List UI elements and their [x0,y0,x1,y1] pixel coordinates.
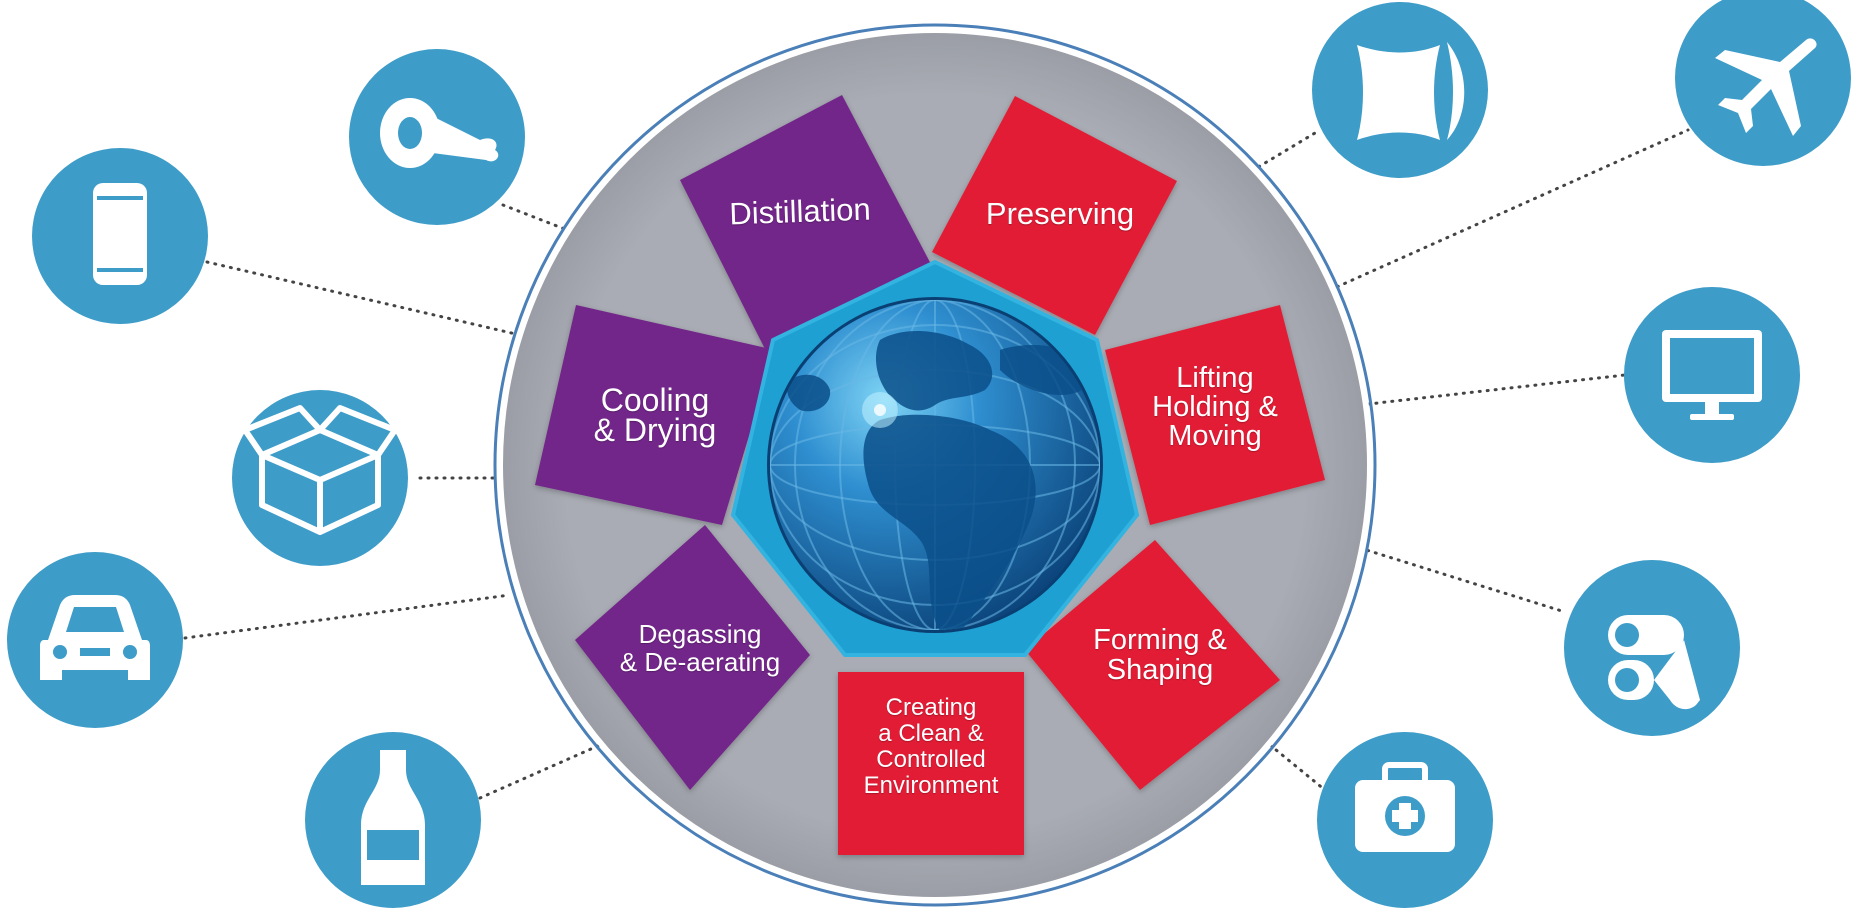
segment-tile-lifting[interactable] [1105,305,1325,525]
ham-icon[interactable] [349,49,525,225]
car-icon[interactable] [7,552,183,728]
segment-tile-creating[interactable] [838,672,1024,855]
bottle-icon[interactable] [305,732,481,908]
monitor-icon[interactable] [1624,287,1800,463]
segment-tile-cooling[interactable] [535,305,775,525]
segment-tile-forming[interactable] [1025,540,1280,790]
connector-can [205,260,522,337]
continents [787,330,1094,630]
airplane-icon[interactable] [1675,0,1851,166]
box-icon[interactable] [232,390,408,566]
segment-tile-degassing[interactable] [575,525,810,790]
outer-ring-border [493,23,1377,907]
paper-roll-icon[interactable] [1564,560,1740,736]
lens-icon[interactable] [1312,2,1488,178]
connector-ham [501,203,582,237]
globe [767,297,1103,633]
first-aid-kit-icon[interactable] [1317,732,1493,908]
segment-tiles [535,95,1325,855]
connector-airplane [1328,128,1690,292]
connector-bottle [478,743,602,800]
segment-tile-distillation[interactable] [680,95,933,355]
connector-car [183,593,512,640]
can-icon[interactable] [32,148,208,324]
segment-tile-preserving[interactable] [932,96,1177,335]
